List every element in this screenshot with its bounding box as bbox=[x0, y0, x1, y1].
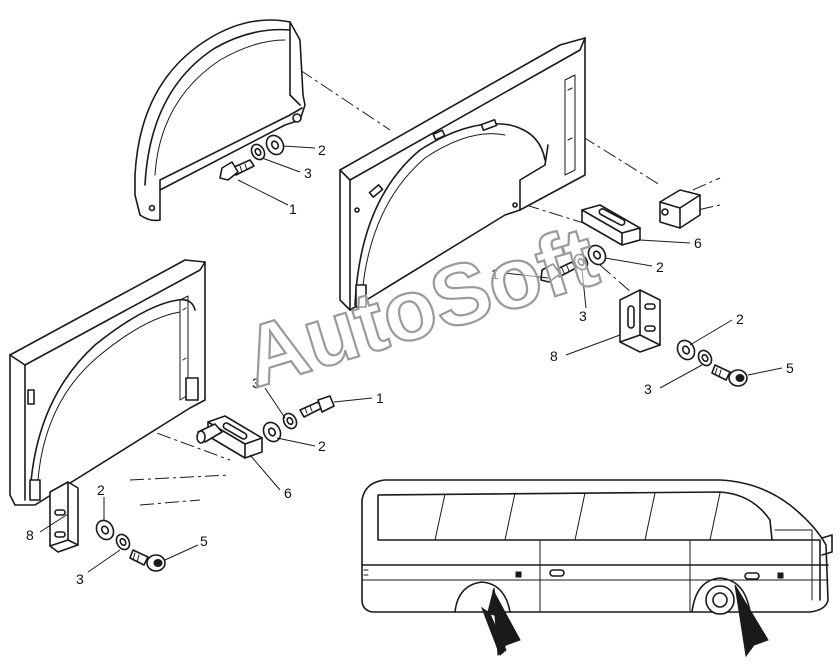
callout-2-bracket-right: 2 bbox=[736, 311, 744, 327]
callout-2-bracket-left: 2 bbox=[97, 482, 105, 498]
callout-6-upper-right: 6 bbox=[694, 235, 702, 251]
callout-2-upper-left: 2 bbox=[318, 142, 326, 158]
callout-1-upper-right: 1 bbox=[491, 266, 499, 282]
angle-bracket-8-right bbox=[619, 289, 661, 353]
wheel-arch-half-shell bbox=[134, 19, 306, 222]
slotted-plate-6-lower bbox=[196, 415, 263, 459]
bus-overview bbox=[361, 479, 833, 658]
callout-2-lower-center: 2 bbox=[318, 438, 326, 454]
callout-8-bracket-right: 8 bbox=[550, 348, 558, 364]
callout-3-upper-right: 3 bbox=[579, 308, 587, 324]
callout-8-bracket-left: 8 bbox=[26, 527, 34, 543]
callout-5-bracket-left: 5 bbox=[200, 533, 208, 549]
callout-3-lower-center: 3 bbox=[252, 375, 260, 391]
callout-2-upper-right: 2 bbox=[656, 259, 664, 275]
leader-lines bbox=[39, 145, 783, 573]
callout-3-upper-left: 3 bbox=[304, 165, 312, 181]
callout-5-bracket-right: 5 bbox=[786, 360, 794, 376]
slotted-plate-6-upper bbox=[581, 204, 641, 246]
callout-6-lower-center: 6 bbox=[284, 485, 292, 501]
callout-1-upper-left: 1 bbox=[289, 201, 297, 217]
callout-3-bracket-right: 3 bbox=[644, 381, 652, 397]
hex-bolts bbox=[219, 159, 577, 418]
mounting-block bbox=[659, 189, 701, 229]
callout-numbers: 1 2 3 6 2 1 3 2 8 3 5 3 1 2 6 2 8 3 5 bbox=[26, 142, 794, 587]
washers bbox=[95, 134, 713, 551]
callout-3-bracket-left: 3 bbox=[76, 571, 84, 587]
wheel-arch-frame-lower bbox=[9, 259, 206, 506]
callout-1-lower-center: 1 bbox=[376, 390, 384, 406]
socket-head-screws bbox=[129, 364, 748, 572]
wheel-arch-frame-upper bbox=[339, 37, 586, 311]
